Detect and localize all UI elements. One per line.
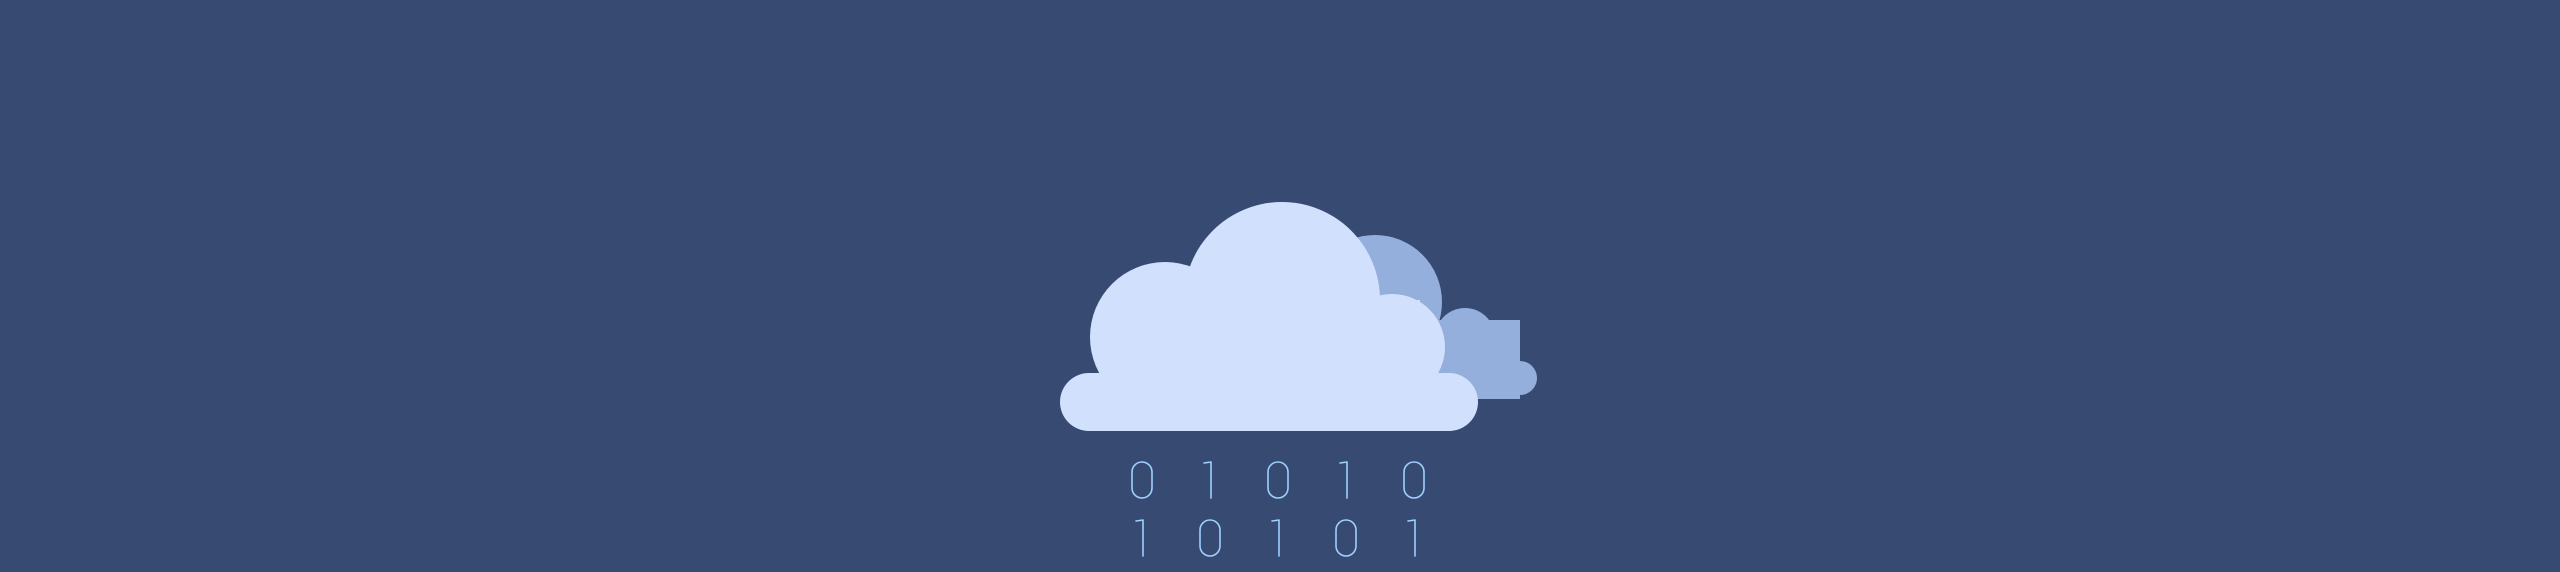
binary-digits: 0 1 0 1 0 1 0 1 0 1 [1131,461,1425,557]
front-cloud [1060,202,1478,431]
binary-digit-0: 0 [1131,461,1153,499]
binary-digit-0: 0 [1403,461,1425,499]
binary-digit-1: 1 [1271,519,1280,557]
binary-digit-1: 1 [1135,519,1144,557]
binary-digit-0: 0 [1335,519,1357,557]
binary-digit-1: 1 [1407,519,1416,557]
binary-digit-0: 0 [1199,519,1221,557]
binary-digit-0: 0 [1267,461,1289,499]
binary-digit-1: 1 [1339,461,1348,499]
binary-digit-1: 1 [1203,461,1212,499]
